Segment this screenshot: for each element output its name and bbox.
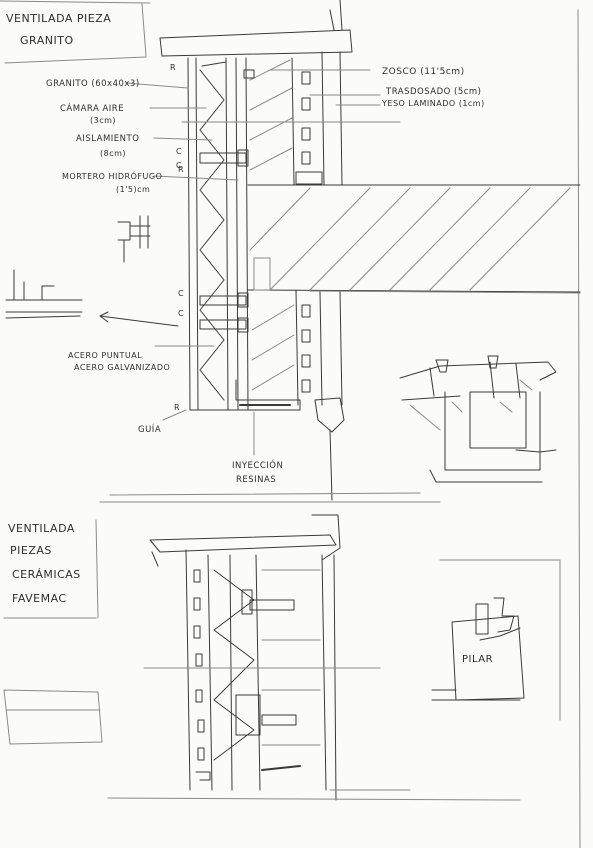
anchor-top-small: [243, 69, 255, 79]
label-guia: GUÍA: [138, 423, 161, 435]
title-underline-1: [4, 56, 147, 64]
section-ceramicas: [3, 514, 561, 801]
leader-guia: [162, 409, 187, 421]
leader-aislamiento: [153, 137, 213, 141]
label-granito: GRANITO (60x40x3): [46, 79, 140, 89]
anchor-ceramic-top: [241, 589, 295, 615]
granite-inner-line: [195, 57, 199, 411]
trasdosado-cells-top: [295, 71, 323, 185]
window-frame: [329, 429, 333, 501]
chamber-line-2: [229, 554, 233, 791]
mortar-line: [245, 57, 249, 411]
window-sill-2: [311, 514, 341, 561]
marker-c-2: C: [176, 161, 182, 170]
label-aislamiento-line1: AISLAMIENTO: [76, 134, 139, 144]
section2-title-line2: PIEZAS: [10, 544, 52, 557]
pilar-detail: [431, 559, 561, 721]
slab-hatch-start: [249, 187, 311, 251]
divider-1a: [109, 492, 421, 496]
ceramic-cells: [193, 569, 205, 761]
label-camara-line2: (3cm): [90, 116, 116, 125]
title-frame-1: [141, 3, 147, 57]
trasdosado-cells-bottom: [301, 304, 311, 393]
insulation-top: [201, 61, 227, 67]
label-acero-galvanizado: ACERO GALVANIZADO: [74, 363, 170, 372]
base-ledge: [189, 379, 301, 411]
marker-r-2: R: [178, 165, 184, 174]
section2-title-line3: CERÁMICAS: [12, 568, 81, 581]
floor-slab-bottom: [247, 289, 581, 293]
trasdosado-line-bottom: [319, 291, 323, 406]
coronation-post: [329, 0, 343, 31]
trasdosado-line-top: [321, 51, 325, 186]
coronation-2: [149, 534, 337, 553]
rail-piece: [253, 257, 271, 291]
section2-title-line1: VENTILADA: [8, 522, 75, 535]
section-granito: [4, 0, 581, 503]
slab-hatch: [269, 187, 571, 291]
wall-courses-2: [261, 569, 321, 746]
brick-line-bottom: [295, 289, 299, 406]
label-aislamiento-line2: (8cm): [100, 149, 126, 158]
brick-hatch-bottom: [251, 304, 295, 391]
corner-column-detail: [399, 355, 557, 483]
label-mortero-line2: (1'5)cm: [116, 185, 150, 194]
left-sketch-box: [3, 689, 103, 745]
level-line-2: [309, 290, 581, 294]
anchor-ceramic-bottom: [235, 694, 297, 736]
anchor-top: [199, 149, 249, 167]
inner-wall-line-2: [321, 554, 327, 791]
window-head: [314, 397, 345, 433]
insulation-line: [235, 57, 239, 411]
label-acero-puntual: ACERO PUNTUAL: [68, 351, 142, 360]
section1-title-line1: VENTILADA PIEZA: [6, 12, 111, 25]
leader-arrow: [99, 311, 179, 327]
label-mortero-line1: MORTERO HIDRÓFUGO: [62, 170, 162, 181]
side-detail: [5, 215, 151, 319]
leader-granito: [125, 82, 189, 89]
ceramic-inner-line: [207, 554, 213, 791]
granite-outer-line: [187, 57, 191, 411]
label-yeso: YESO LAMINADO (1cm): [381, 99, 485, 108]
section2-title-line4: FAVEMAC: [12, 592, 67, 605]
label-trasdosado: TRASDOSADO (5cm): [385, 87, 482, 97]
coronation-2-drip: [151, 551, 159, 567]
brick-hatch-top: [249, 59, 293, 171]
marker-c-4: C: [178, 309, 184, 318]
base-2-left: [195, 771, 211, 781]
marker-c-1: C: [176, 147, 182, 156]
marker-r-1: R: [170, 63, 176, 72]
paper-edge-right: [577, 9, 581, 848]
label-inyeccion-line2: RESINAS: [236, 475, 276, 485]
anchor-middle: [199, 292, 249, 333]
yeso-line-bottom: [339, 291, 343, 406]
label-zosco: ZOSCO (11'5cm): [382, 67, 465, 77]
paper-edge-top: [0, 0, 151, 4]
section1-title-line2: GRANITO: [20, 34, 74, 47]
leader-mortero: [153, 175, 239, 181]
coronation-slab: [159, 29, 353, 57]
divider-2: [107, 797, 521, 801]
label-camara-line1: CÁMARA AIRE: [60, 102, 124, 114]
title-frame-2: [95, 519, 99, 619]
marker-c-3: C: [178, 289, 184, 298]
ceramic-outer-line: [185, 549, 191, 791]
label-inyeccion-line1: INYECCIÓN: [232, 459, 283, 471]
insulation-line-2: [255, 554, 261, 791]
marker-r-3: R: [174, 403, 180, 412]
inner-finish-line-2: [333, 554, 337, 801]
yeso-line-top: [339, 51, 343, 186]
insulation-hatch: [199, 69, 225, 401]
air-chamber-line: [225, 57, 229, 411]
insulation-hatch-2: [213, 569, 255, 761]
base-2-resin: [261, 765, 301, 771]
label-pilar: PILAR: [462, 654, 493, 665]
